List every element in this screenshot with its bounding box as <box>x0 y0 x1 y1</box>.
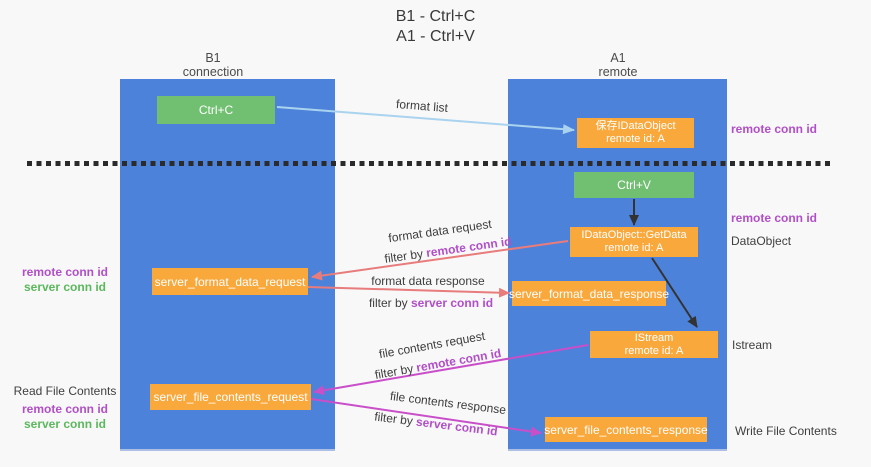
node-save-idataobject: 保存IDataObject remote id: A <box>577 118 694 148</box>
node-server-file-contents-request-label: server_file_contents_request <box>153 390 308 404</box>
annotation-istream: Istream <box>732 338 773 352</box>
lifeline-b1-name: B1 <box>205 51 221 65</box>
annotation-left-remote-conn-id-bottom: remote conn id <box>21 402 108 416</box>
node-idataobject-getdata-line1: IDataObject::GetData <box>581 229 687 241</box>
annotation-write-file-contents: Write File Contents <box>735 424 837 438</box>
lifeline-a1-role: remote <box>598 65 638 79</box>
label-format-list: format list <box>396 97 449 115</box>
node-ctrl-v-label: Ctrl+V <box>617 178 651 192</box>
filter-by-text: filter by <box>368 296 411 310</box>
label-format-data-response-filter: filter by server conn id <box>369 296 493 310</box>
lifeline-header-a1: A1 remote <box>538 51 698 79</box>
lifeline-header-b1: B1 connection <box>133 51 293 79</box>
node-istream: IStream remote id: A <box>590 331 718 358</box>
node-server-format-data-response-label: server_format_data_response <box>508 286 670 301</box>
filter-by-text: filter by <box>383 246 428 266</box>
filter-key-server-conn-id: server conn id <box>410 296 494 310</box>
node-server-file-contents-response: server_file_contents_response <box>544 417 708 442</box>
label-format-data-response-text: format data response <box>371 274 485 288</box>
node-server-format-data-request: server_format_data_request <box>152 268 308 295</box>
diagram-title-line1: B1 - Ctrl+C <box>395 8 476 25</box>
annotation-left-server-conn-id-bottom: server conn id <box>23 417 107 431</box>
node-save-idataobject-line1: 保存IDataObject <box>595 120 676 132</box>
label-format-data-response: format data response <box>371 274 484 288</box>
node-server-format-data-response: server_format_data_response <box>508 281 670 306</box>
filter-by-text: filter by <box>373 360 418 383</box>
node-idataobject-getdata-line2: remote id: A <box>604 242 664 254</box>
node-istream-line2: remote id: A <box>624 344 684 357</box>
filter-by-text: filter by <box>373 409 417 429</box>
node-server-file-contents-response-label: server_file_contents_response <box>544 422 708 437</box>
node-ctrl-v: Ctrl+V <box>574 172 694 198</box>
annotation-remote-conn-id-top: remote conn id <box>731 122 818 136</box>
lifeline-b1-role: connection <box>182 65 244 79</box>
diagram-title: B1 - Ctrl+C A1 - Ctrl+V <box>0 7 871 47</box>
diagram-title-line2: A1 - Ctrl+V <box>396 28 475 45</box>
filter-key-server-conn-id: server conn id <box>415 414 499 439</box>
annotation-left-server-conn-id-top: server conn id <box>23 280 107 294</box>
annotation-remote-conn-id-mid: remote conn id <box>731 211 818 225</box>
annotation-dataobject: DataObject <box>731 234 792 248</box>
node-save-idataobject-line2: remote id: A <box>606 133 665 145</box>
annotation-left-remote-conn-id-top: remote conn id <box>21 265 108 279</box>
phase-separator-dashed-line <box>27 161 833 166</box>
node-ctrl-c: Ctrl+C <box>157 96 275 124</box>
lifeline-a1-name: A1 <box>610 51 626 65</box>
label-format-list-text: format list <box>395 96 449 116</box>
node-idataobject-getdata: IDataObject::GetData remote id: A <box>570 227 698 257</box>
node-istream-line1: IStream <box>634 331 674 344</box>
node-server-format-data-request-label: server_format_data_request <box>154 274 306 289</box>
node-server-file-contents-request: server_file_contents_request <box>150 384 311 410</box>
node-ctrl-c-label: Ctrl+C <box>198 103 234 117</box>
annotation-read-file-contents: Read File Contents <box>13 384 117 398</box>
